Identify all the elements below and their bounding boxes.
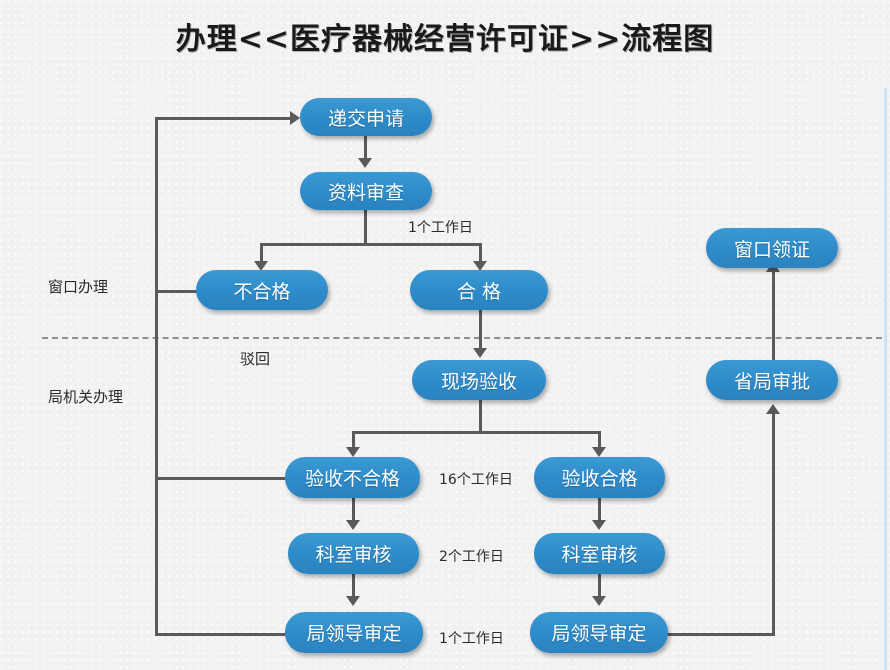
node-qualified[interactable]: 合 格 bbox=[410, 270, 548, 310]
node-leader-right[interactable]: 局领导审定 bbox=[530, 612, 668, 653]
node-inspect-fail[interactable]: 验收不合格 bbox=[285, 457, 420, 498]
arrow-into-province bbox=[766, 404, 780, 414]
arrow-into-unqualified bbox=[254, 261, 268, 271]
edge-label-day2: 2个工作日 bbox=[439, 549, 504, 565]
swimlane-divider bbox=[42, 337, 882, 339]
node-province[interactable]: 省局审批 bbox=[706, 360, 838, 400]
edge-label-reject: 驳回 bbox=[240, 350, 271, 368]
arrow-into-inspect-fail bbox=[346, 447, 360, 457]
connector-submit-to-doc-review bbox=[364, 136, 367, 162]
page-edge-artifact bbox=[884, 88, 887, 670]
connector-inspect-fail-to-spine bbox=[155, 477, 295, 480]
connector-doc-review-stem bbox=[364, 210, 367, 245]
connector-riser-to-province bbox=[772, 414, 775, 635]
connector-doc-review-split-bar bbox=[260, 243, 482, 246]
node-onsite[interactable]: 现场验收 bbox=[412, 360, 546, 400]
connector-onsite-stem bbox=[479, 400, 482, 434]
arrow-into-doc-review bbox=[358, 158, 372, 168]
connector-unqualified-to-spine bbox=[155, 290, 203, 293]
page-title: 办理<<医疗器械经营许可证>>流程图 bbox=[175, 22, 715, 57]
arrow-into-leader-right bbox=[592, 596, 606, 606]
connector-to-unqualified bbox=[260, 243, 263, 265]
connector-spine-to-submit bbox=[155, 117, 292, 120]
node-dept-review-right[interactable]: 科室审核 bbox=[534, 533, 665, 574]
edge-label-day1-bottom: 1个工作日 bbox=[439, 631, 504, 647]
node-collect[interactable]: 窗口领证 bbox=[706, 228, 838, 268]
connector-dept-left-to-leader-left bbox=[352, 574, 355, 600]
connector-onsite-split-bar bbox=[352, 431, 601, 434]
arrow-into-submit bbox=[290, 111, 300, 125]
arrow-into-dept-right bbox=[592, 520, 606, 530]
connector-left-spine bbox=[155, 117, 158, 635]
swimlane-label-bureau: 局机关办理 bbox=[48, 388, 124, 406]
connector-dept-right-to-leader-right bbox=[598, 574, 601, 600]
edge-label-day16: 16个工作日 bbox=[439, 472, 513, 488]
connector-inspect-fail-to-dept-left bbox=[352, 498, 355, 524]
arrow-into-dept-left bbox=[346, 520, 360, 530]
node-leader-left[interactable]: 局领导审定 bbox=[285, 612, 423, 653]
connector-inspect-pass-to-dept-right bbox=[598, 498, 601, 524]
connector-to-inspect-pass bbox=[598, 431, 601, 451]
node-inspect-pass[interactable]: 验收合格 bbox=[534, 457, 665, 498]
arrow-into-onsite bbox=[473, 348, 487, 358]
connector-leader-right-to-riser bbox=[665, 633, 775, 636]
arrow-into-qualified bbox=[473, 261, 487, 271]
node-unqualified[interactable]: 不合格 bbox=[196, 270, 328, 310]
connector-province-to-collect bbox=[772, 272, 775, 360]
node-doc-review[interactable]: 资料审查 bbox=[300, 172, 432, 210]
edge-label-day1-top: 1个工作日 bbox=[408, 220, 473, 236]
connector-to-qualified bbox=[479, 243, 482, 265]
connector-qualified-to-onsite bbox=[479, 310, 482, 352]
connector-to-inspect-fail bbox=[352, 431, 355, 451]
arrow-into-inspect-pass bbox=[592, 447, 606, 457]
swimlane-label-window: 窗口办理 bbox=[48, 278, 109, 296]
node-dept-review-left[interactable]: 科室审核 bbox=[288, 533, 419, 574]
node-submit[interactable]: 递交申请 bbox=[300, 98, 432, 136]
arrow-into-leader-left bbox=[346, 596, 360, 606]
connector-leader-left-to-spine bbox=[155, 633, 295, 636]
